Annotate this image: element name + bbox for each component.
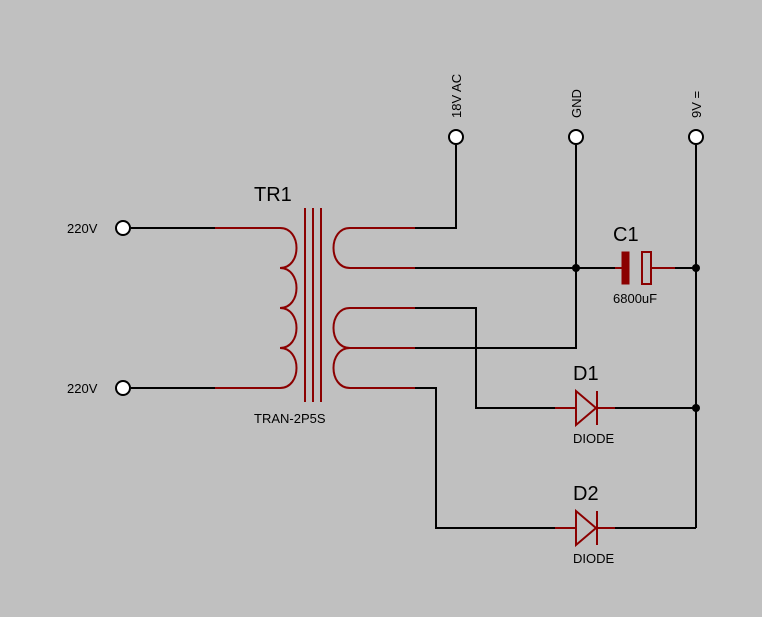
transformer-value-label: TRAN-2P5S <box>254 411 326 426</box>
junction-dot <box>692 264 700 272</box>
diode-ref-label: D1 <box>573 363 599 385</box>
capacitor-value-label: 6800uF <box>613 291 657 306</box>
terminal-label: 9V = <box>689 91 704 118</box>
diode-d1[interactable]: D1 DIODE <box>555 363 615 446</box>
capacitor-c1[interactable]: C1 6800uF <box>613 224 675 306</box>
wires <box>131 145 697 529</box>
terminal-label: 18V AC <box>449 74 464 118</box>
junction-dot <box>572 264 580 272</box>
terminal-gnd[interactable]: GND <box>568 89 584 145</box>
terminal-label: 220V <box>67 381 98 396</box>
terminal-in-top[interactable]: 220V <box>67 220 131 236</box>
diode-d2[interactable]: D2 DIODE <box>555 483 615 566</box>
terminal-in-bottom[interactable]: 220V <box>67 380 131 396</box>
diode-value-label: DIODE <box>573 551 615 566</box>
terminal-label: GND <box>569 89 584 118</box>
diode-value-label: DIODE <box>573 431 615 446</box>
terminal-dc-out[interactable]: 9V = <box>688 91 704 145</box>
junction-dot <box>692 404 700 412</box>
diode-ref-label: D2 <box>573 483 599 505</box>
transformer-ref-label: TR1 <box>254 184 292 206</box>
capacitor-ref-label: C1 <box>613 224 639 246</box>
terminal-label: 220V <box>67 221 98 236</box>
transformer-tr1[interactable]: TR1 TRAN-2P5S <box>215 184 415 426</box>
terminal-ac-out[interactable]: 18V AC <box>448 74 464 145</box>
